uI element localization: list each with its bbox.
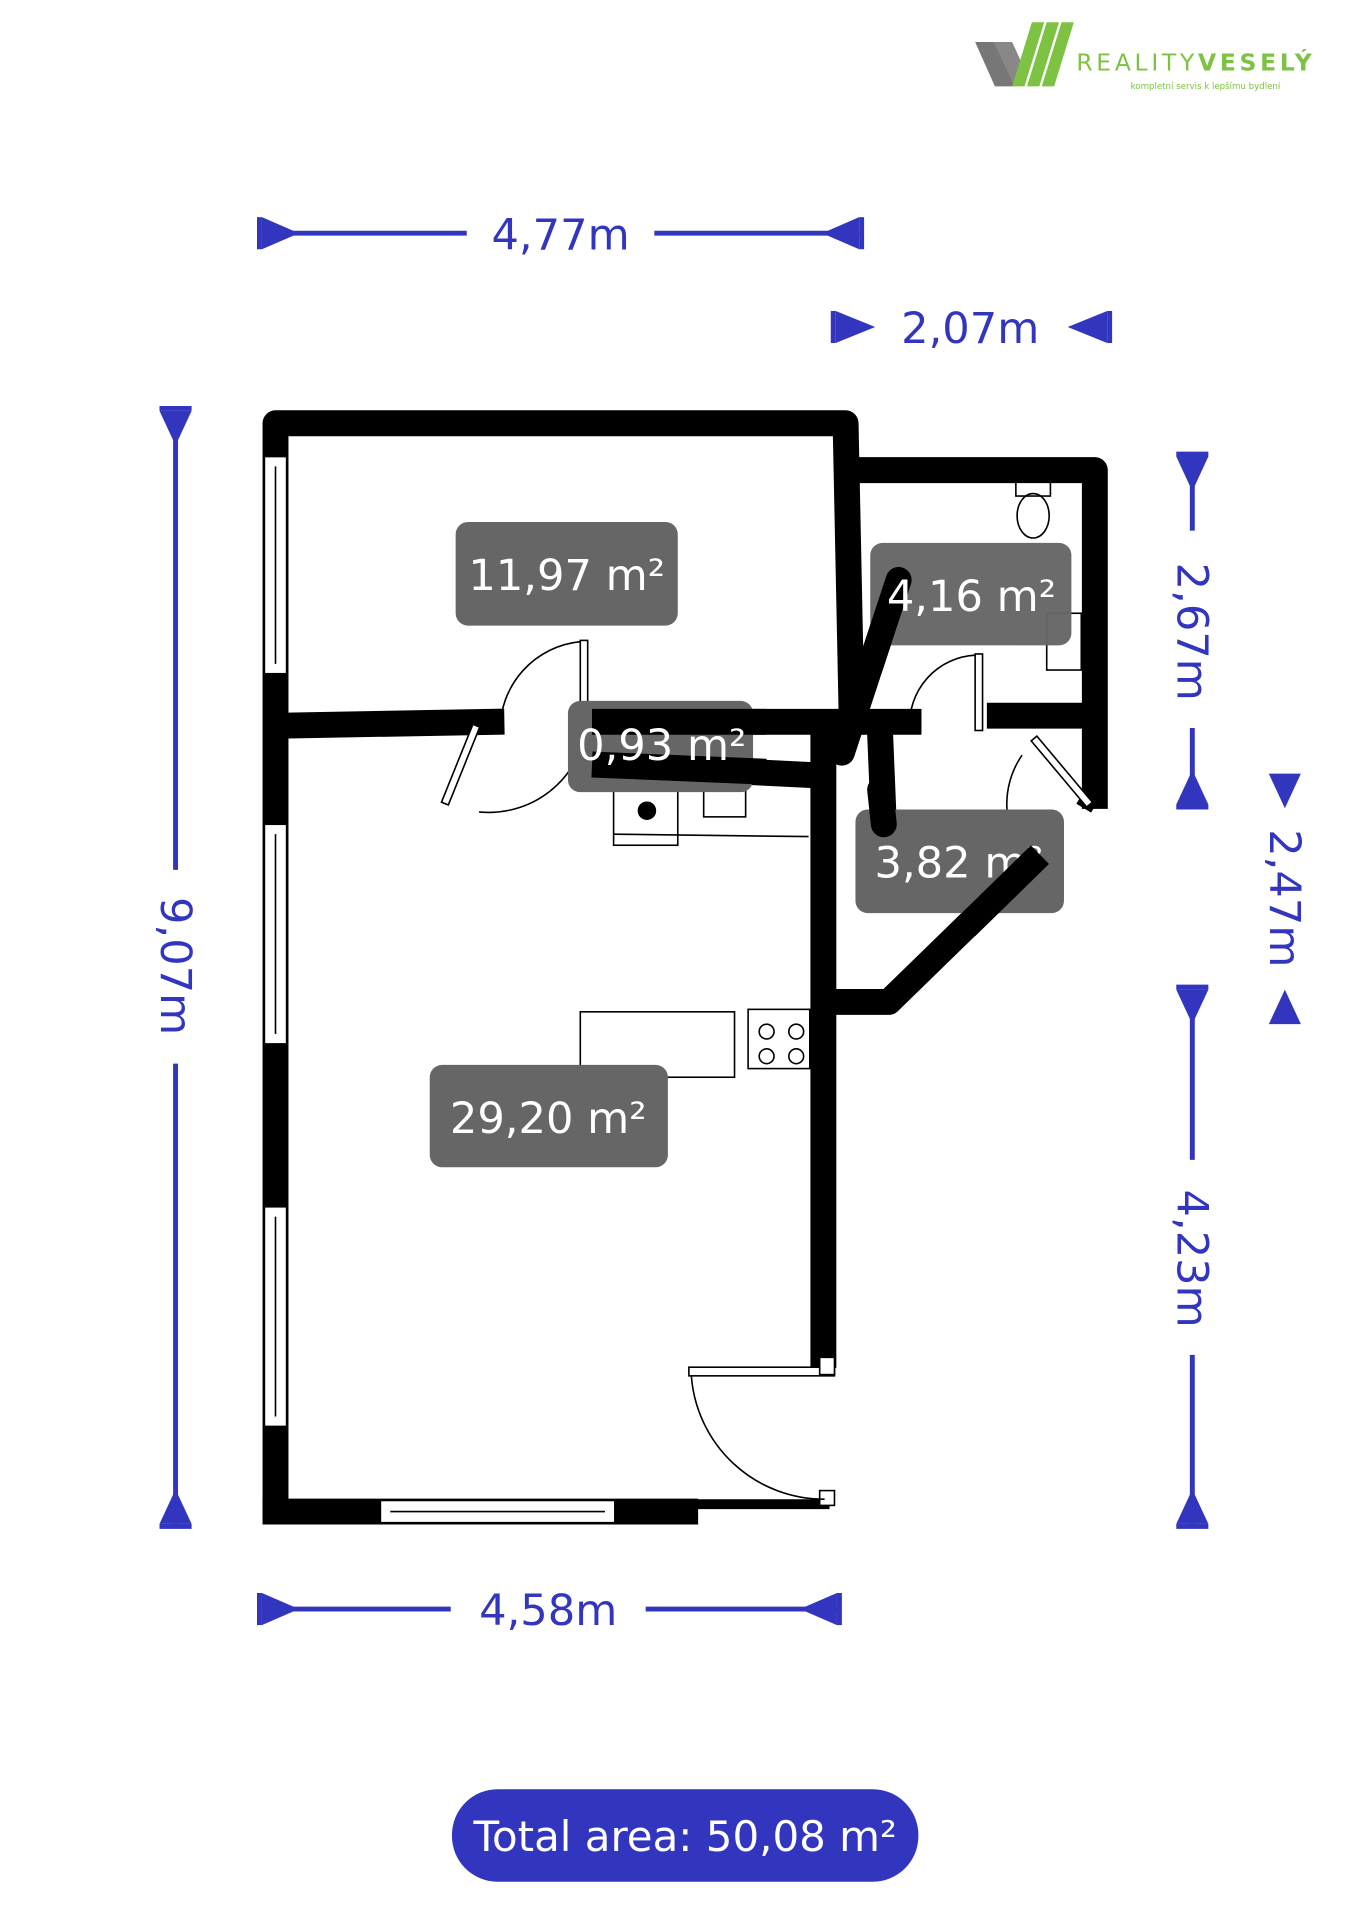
- dimension-label: 4,77m: [491, 210, 629, 260]
- dimension-right-middle: 2,47m: [1259, 773, 1309, 1025]
- svg-text:11,97 m²: 11,97 m²: [468, 551, 665, 601]
- dimension-label: 2,07m: [901, 304, 1039, 354]
- toilet-icon: [1016, 492, 1050, 539]
- room-label: 29,20 m²: [429, 1064, 668, 1168]
- logo: REALITYVESELÝ kompletní servis k lepšímu…: [975, 22, 1315, 92]
- dimension-label: 9,07m: [150, 897, 200, 1035]
- dimension-label: 4,23m: [1167, 1190, 1217, 1328]
- door: [1030, 734, 1094, 809]
- dimension-right-upper: 2,67m: [1167, 451, 1217, 810]
- dimension-top-right-width: 2,07m: [830, 304, 1113, 354]
- dimension-top-width: 4,77m: [256, 210, 865, 260]
- entrance-door: [688, 1366, 836, 1377]
- windows: [263, 455, 616, 1524]
- room-label: 0,93 m²: [567, 700, 767, 793]
- doors: [440, 639, 1094, 1507]
- room-label: 3,82 m²: [855, 776, 1064, 937]
- stove-icon: [747, 1008, 811, 1070]
- dimension-label: 2,67m: [1167, 563, 1217, 701]
- svg-text:REALITYVESELÝ: REALITYVESELÝ: [1076, 48, 1315, 76]
- dimension-label: 4,58m: [479, 1586, 617, 1636]
- svg-text:kompletní servis k lepšímu byd: kompletní servis k lepšímu bydlení: [1131, 81, 1281, 92]
- svg-text:0,93 m²: 0,93 m²: [577, 721, 746, 771]
- total-area-badge: Total area: 50,08 m²: [451, 1789, 919, 1882]
- dimension-right-lower: 4,23m: [1167, 984, 1217, 1529]
- svg-text:4,16 m²: 4,16 m²: [887, 572, 1056, 622]
- svg-text:Total area: 50,08 m²: Total area: 50,08 m²: [473, 1812, 897, 1861]
- dimension-left-height: 9,07m: [150, 405, 200, 1529]
- dimension-bottom-width: 4,58m: [256, 1586, 842, 1636]
- dimension-label: 2,47m: [1259, 829, 1309, 967]
- door: [440, 723, 481, 806]
- room-label: 4,16 m²: [857, 542, 1072, 680]
- svg-text:29,20 m²: 29,20 m²: [450, 1094, 647, 1144]
- room-label: 11,97 m²: [455, 521, 678, 626]
- door: [974, 653, 984, 732]
